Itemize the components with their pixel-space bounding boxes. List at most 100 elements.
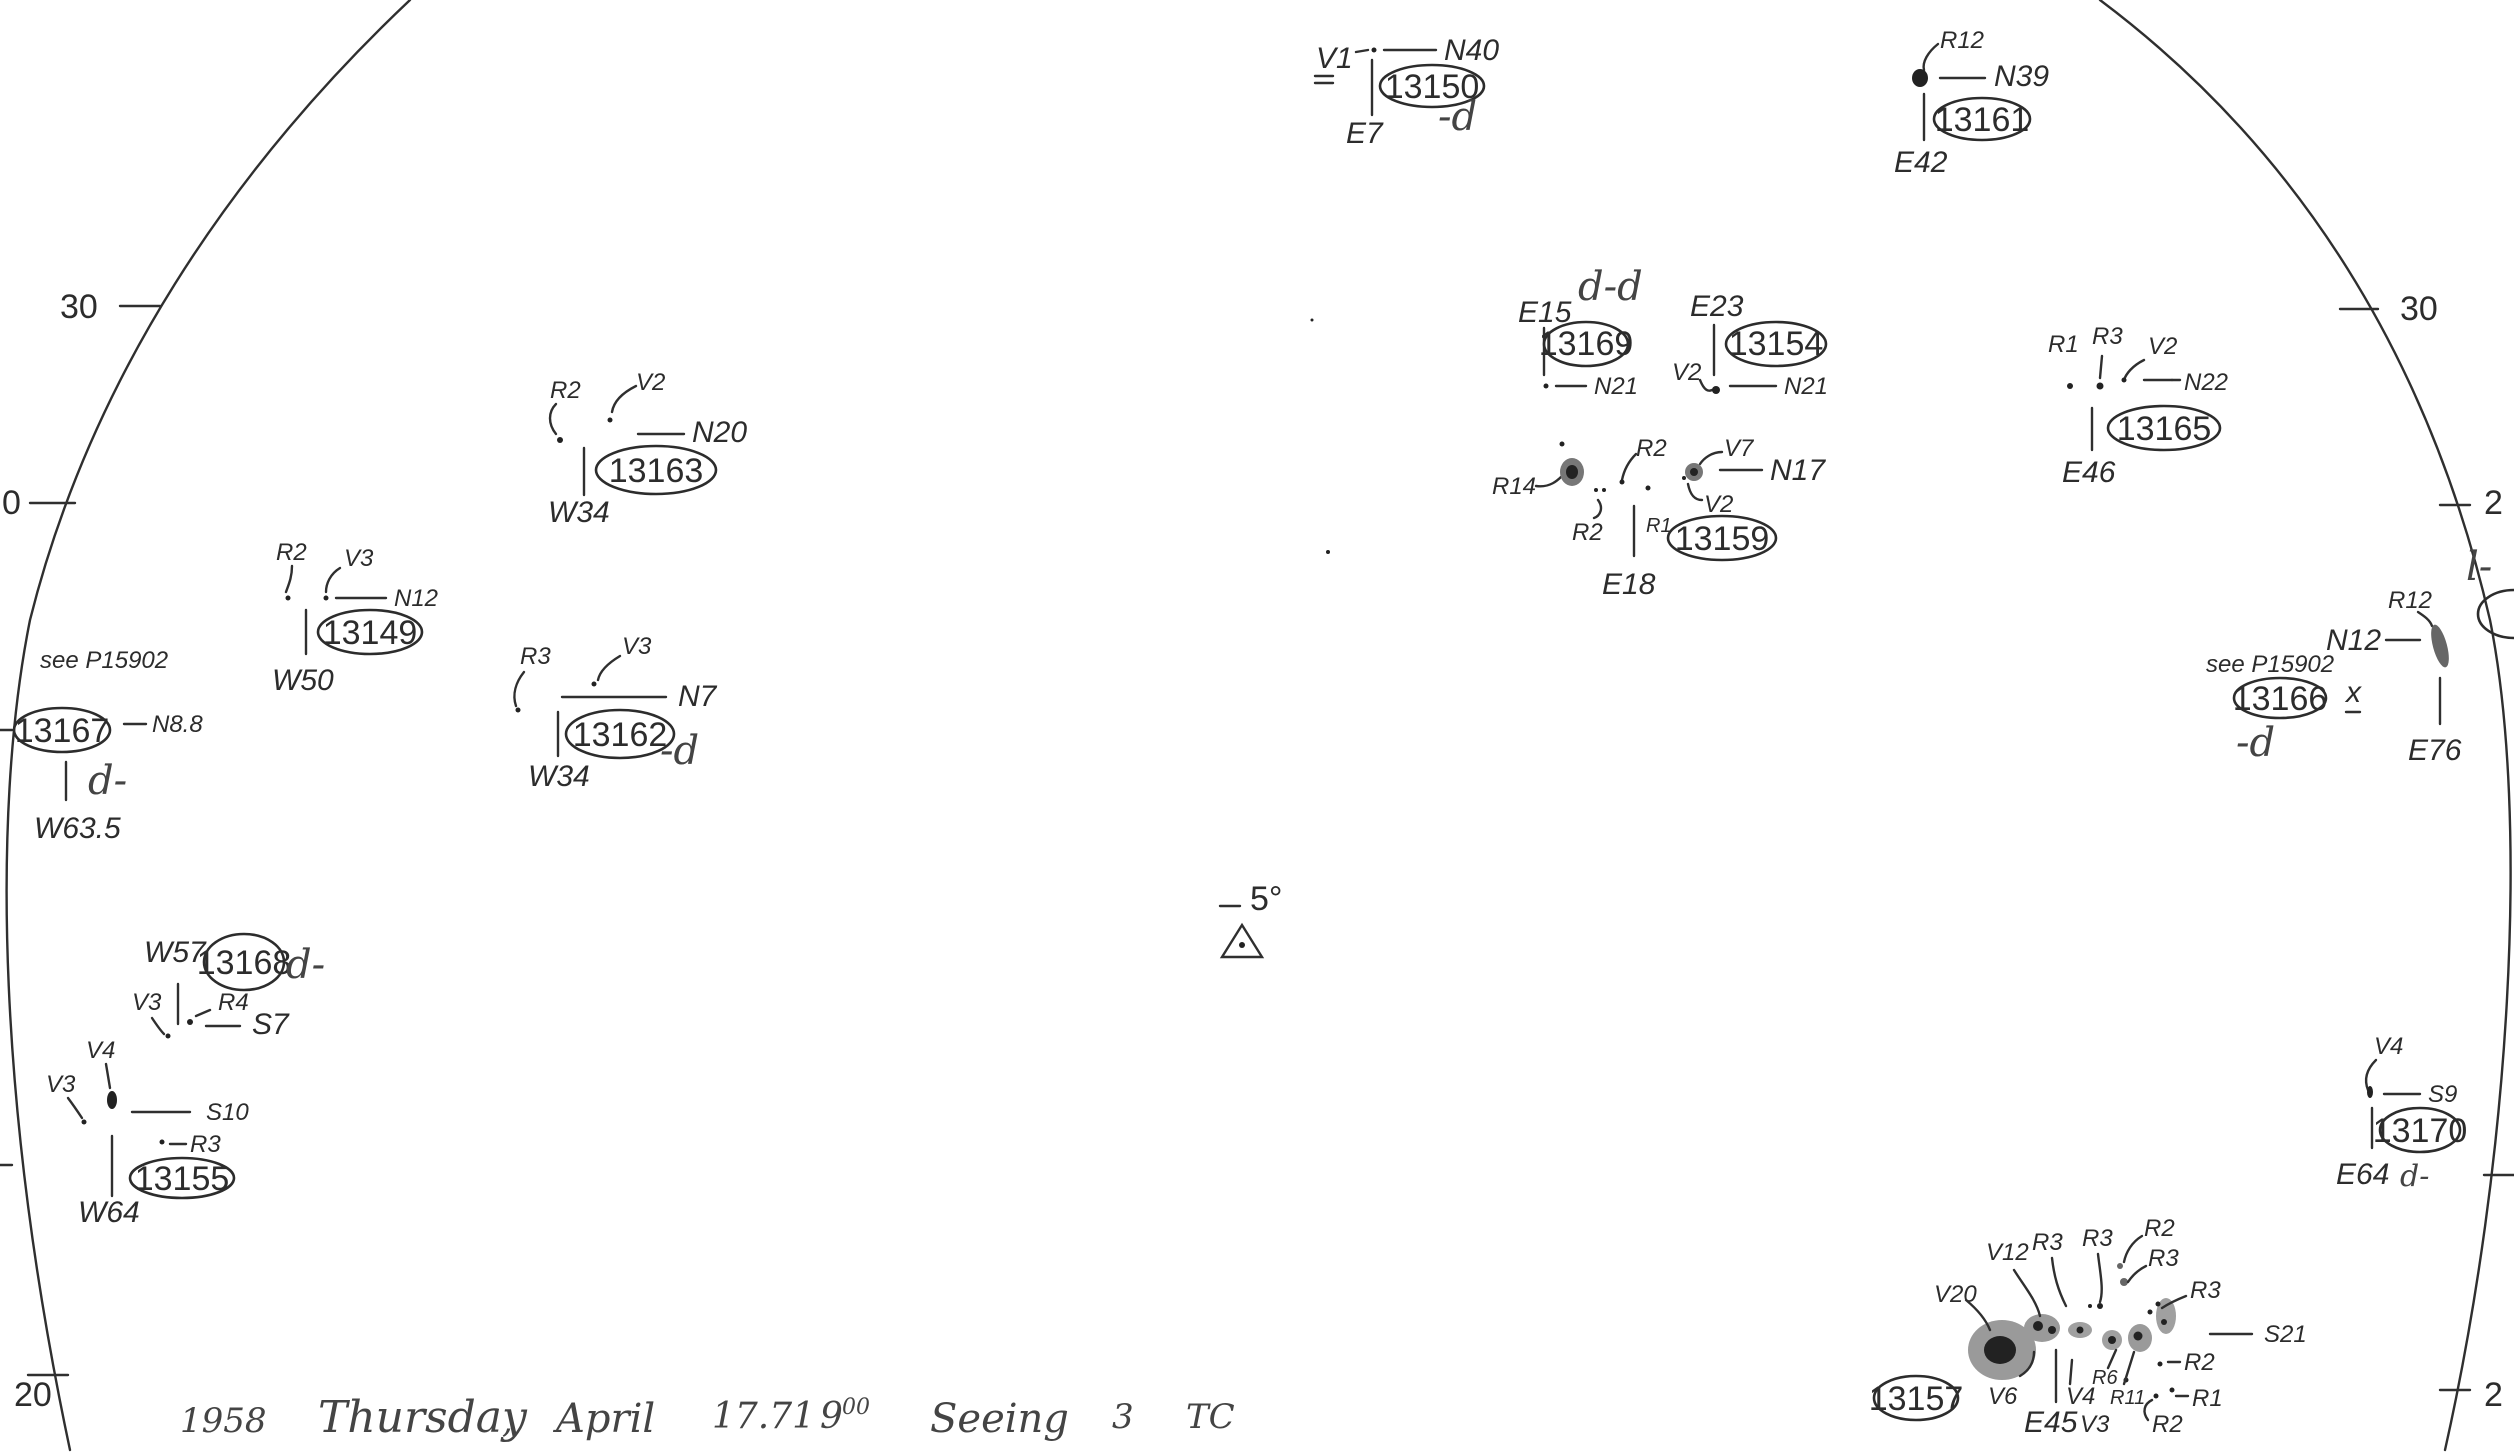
region-id: 13150 bbox=[1385, 68, 1480, 106]
region-label: V3 bbox=[132, 989, 162, 1016]
region-activity: d-d bbox=[1578, 264, 1643, 310]
region-id-ring bbox=[1542, 320, 1630, 368]
region-longitude: W34 bbox=[548, 496, 610, 529]
region-label: R3 bbox=[2082, 1225, 2113, 1252]
scale-right-bottom: 2 bbox=[2484, 1376, 2503, 1414]
region-position: N7 bbox=[678, 680, 718, 713]
region-label: V1 bbox=[1316, 42, 1353, 75]
region-longitude: W64 bbox=[78, 1196, 140, 1229]
region-id: 13167 bbox=[15, 712, 110, 750]
region-13170: V4 S9 13170 E64 d- bbox=[2336, 1033, 2467, 1194]
region-label: V6 bbox=[1988, 1383, 2018, 1410]
region-label: R1 bbox=[1646, 515, 1672, 537]
region-13169: E15 d-d 13169 N21 bbox=[1518, 264, 1643, 400]
region-id-ring bbox=[1378, 63, 1486, 109]
region-position: N40 bbox=[1444, 34, 1499, 67]
region-label: R6 bbox=[2092, 1367, 2118, 1389]
region-label: R3 bbox=[2032, 1229, 2063, 1256]
region-label: V2 bbox=[636, 369, 665, 396]
footer-comma: , bbox=[502, 1401, 513, 1441]
region-position: N20 bbox=[692, 416, 747, 449]
region-id: 13157 bbox=[1869, 1380, 1964, 1418]
region-activity: d- bbox=[286, 942, 325, 988]
region-id: 13166 bbox=[2233, 680, 2328, 718]
region-note: see P15902 bbox=[40, 647, 168, 674]
region-label: R4 bbox=[218, 989, 249, 1016]
region-13165: R1 R3 V2 N22 13165 E46 bbox=[2048, 323, 2228, 489]
region-label: R2 bbox=[2152, 1411, 2183, 1438]
observation-footer: 1958 Thursday , April 17.71 9 00 Seeing … bbox=[180, 1392, 1235, 1443]
region-longitude: E15 bbox=[1518, 296, 1572, 329]
region-label: R3 bbox=[2092, 323, 2123, 350]
scale-left-mid: 0 bbox=[2, 484, 21, 522]
region-position: N12 bbox=[2326, 624, 2381, 657]
region-id-ring-partial bbox=[2476, 588, 2514, 640]
region-position: N17 bbox=[1770, 454, 1826, 487]
solar-limb-right bbox=[2098, 0, 2512, 1452]
region-label: V3 bbox=[344, 545, 374, 572]
region-position: N21 bbox=[1594, 373, 1638, 400]
region-id-ring bbox=[316, 608, 424, 656]
region-label: R1 bbox=[2048, 331, 2079, 358]
stray-mark bbox=[1326, 550, 1330, 554]
region-label: V12 bbox=[1986, 1239, 2029, 1266]
region-longitude: W34 bbox=[528, 760, 590, 793]
region-13166: see P15902 13166 -d x R12 N12 l- E76 bbox=[2206, 544, 2514, 767]
region-id-ring bbox=[202, 932, 286, 992]
region-label: R3 bbox=[190, 1131, 221, 1158]
region-label: R2 bbox=[550, 377, 581, 404]
region-longitude: E64 bbox=[2336, 1158, 2389, 1191]
region-id: 13155 bbox=[135, 1160, 230, 1198]
region-position: N21 bbox=[1784, 373, 1828, 400]
footer-date: 17.71 bbox=[712, 1396, 815, 1437]
region-label: V3 bbox=[2080, 1411, 2110, 1438]
region-longitude: E7 bbox=[1346, 117, 1384, 150]
region-id: 13170 bbox=[2373, 1112, 2468, 1150]
region-13168: W57 13168 d- V3 R4 S7 bbox=[132, 932, 325, 1041]
footer-day: Thursday bbox=[318, 1392, 528, 1443]
region-longitude: W57 bbox=[144, 936, 207, 969]
region-13167: see P15902 13167 N8.8 d- W63.5 bbox=[0, 647, 203, 845]
region-activity: -d bbox=[1438, 94, 1477, 140]
region-label: V4 bbox=[2066, 1383, 2095, 1410]
region-13157: V20 V12 R3 R3 R2 R3 R3 S21 R2 R1 R2 R6 R… bbox=[1869, 1215, 2307, 1439]
stray-mark bbox=[1310, 318, 1314, 322]
region-id: 13159 bbox=[1675, 520, 1770, 558]
region-longitude: E45 bbox=[2024, 1406, 2078, 1439]
footer-time: 9 bbox=[820, 1396, 843, 1437]
region-label: V2 bbox=[1704, 491, 1733, 518]
region-position: S21 bbox=[2264, 1321, 2307, 1348]
region-13149: R2 V3 N12 13149 W50 bbox=[272, 539, 438, 697]
region-position: S9 bbox=[2428, 1081, 2457, 1108]
region-13155: V3 V4 S10 R3 13155 W64 bbox=[46, 1037, 249, 1229]
region-id: 13154 bbox=[1729, 325, 1824, 363]
region-position: S7 bbox=[252, 1008, 290, 1041]
region-longitude: W63.5 bbox=[34, 812, 121, 845]
region-activity: d- bbox=[2400, 1159, 2429, 1194]
region-id: 13165 bbox=[2117, 410, 2212, 448]
region-13161: R12 N39 13161 E42 bbox=[1894, 27, 2049, 179]
region-label: R3 bbox=[2148, 1245, 2179, 1272]
region-longitude: E46 bbox=[2062, 456, 2116, 489]
center-mark: 5° bbox=[1218, 880, 1283, 959]
region-id-ring bbox=[1932, 96, 2032, 142]
region-id-ring bbox=[564, 708, 676, 760]
region-13150: V1 N40 13150 E7 -d bbox=[1313, 34, 1499, 150]
footer-time-sup: 00 bbox=[842, 1395, 870, 1420]
footer-observer: TC bbox=[1186, 1397, 1235, 1437]
region-longitude: E42 bbox=[1894, 146, 1948, 179]
region-13163: R2 V2 N20 13163 W34 bbox=[548, 369, 747, 529]
center-mark-label: 5° bbox=[1250, 880, 1283, 918]
region-id-ring bbox=[2378, 1106, 2462, 1154]
scale-left-bottom: 20 bbox=[14, 1376, 52, 1414]
region-activity: -d bbox=[660, 728, 699, 774]
region-position: N22 bbox=[2184, 369, 2228, 396]
region-position: S10 bbox=[206, 1099, 249, 1126]
region-label: R11 bbox=[2110, 1387, 2145, 1409]
region-label: V2 bbox=[2148, 333, 2177, 360]
region-id-ring bbox=[128, 1156, 236, 1200]
region-label: R2 bbox=[2184, 1349, 2215, 1376]
region-position: N12 bbox=[394, 585, 438, 612]
region-id: 13161 bbox=[1935, 101, 2030, 139]
